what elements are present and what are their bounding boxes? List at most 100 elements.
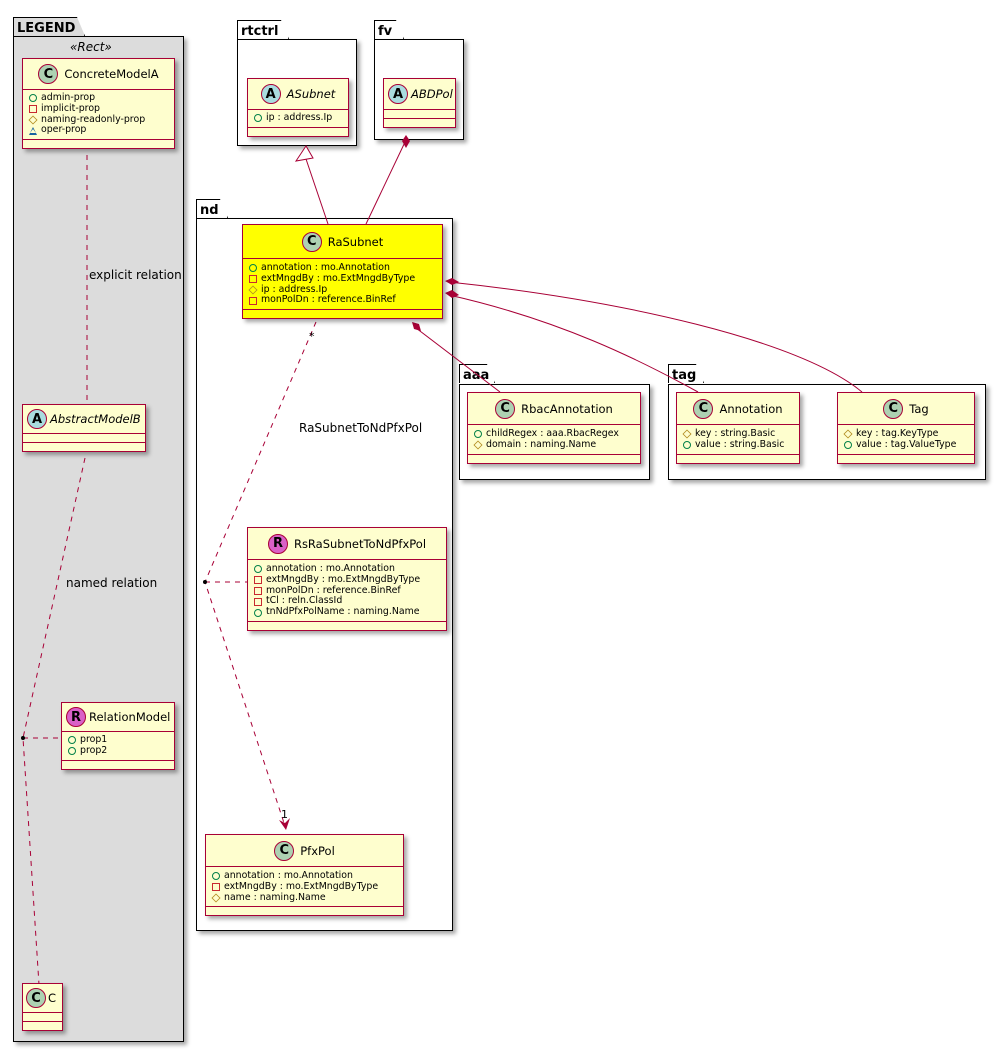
class-name: RelationModel xyxy=(89,710,171,724)
attribute: oper-prop xyxy=(29,125,169,136)
attribute-list: ip : address.Ip xyxy=(248,110,348,128)
class-pfxpol[interactable]: C PfxPol annotation : mo.Annotation extM… xyxy=(205,834,404,917)
attribute-text: implicit-prop xyxy=(41,102,101,114)
attribute-text: prop1 xyxy=(80,734,108,745)
attribute-text: value : string.Basic xyxy=(695,438,785,450)
public-visibility-icon xyxy=(68,736,76,745)
class-type-c-icon: C xyxy=(693,398,714,419)
class-relation-model[interactable]: R RelationModel prop1 prop2 xyxy=(61,702,175,770)
class-concrete-model-a[interactable]: C ConcreteModelA admin-prop implicit-pro… xyxy=(22,58,175,150)
package-tag-tab: tag xyxy=(668,364,704,383)
method-list xyxy=(248,128,348,136)
class-name: ABDPol xyxy=(411,87,453,101)
attribute: monPolDn : reference.BinRef xyxy=(249,295,437,306)
method-list xyxy=(384,119,455,127)
edge-composition-annotation xyxy=(448,294,699,393)
class-rbacannotation[interactable]: C RbacAnnotation childRegex : aaa.RbacRe… xyxy=(467,392,641,464)
attribute-text: admin-prop xyxy=(41,92,96,103)
junction-dot-legend xyxy=(21,736,25,740)
class-name: C xyxy=(48,991,57,1005)
public-visibility-icon xyxy=(68,747,76,756)
attribute: admin-prop xyxy=(29,92,169,104)
method-list xyxy=(206,907,403,915)
class-name: RsRaSubnetToNdPfxPol xyxy=(293,536,427,551)
composition-diamond-tag xyxy=(445,278,459,285)
attribute-text: extMngdBy : mo.ExtMngdByType xyxy=(261,272,416,284)
attribute-list: annotation : mo.Annotation extMngdBy : m… xyxy=(243,259,442,311)
class-abstract-model-b[interactable]: A AbstractModelB xyxy=(22,404,146,452)
attribute-text: name : naming.Name xyxy=(224,891,326,903)
method-list xyxy=(838,455,974,463)
attribute-text: domain : naming.Name xyxy=(486,438,597,450)
class-type-a-icon: A xyxy=(27,409,47,429)
attribute-text: tnNdPfxPolName : naming.Name xyxy=(266,606,420,618)
class-asubnet[interactable]: A ASubnet ip : address.Ip xyxy=(247,78,349,137)
attribute-text: ip : address.Ip xyxy=(261,283,328,295)
attribute: domain : naming.Name xyxy=(473,438,635,451)
class-type-c-icon: C xyxy=(301,231,322,252)
public-visibility-icon xyxy=(254,565,262,574)
class-name: PfxPol xyxy=(300,843,335,858)
attribute-text: naming-readonly-prop xyxy=(41,113,146,125)
attribute: key : tag.KeyType xyxy=(843,428,969,440)
attribute-list xyxy=(23,1013,62,1022)
attribute: value : string.Basic xyxy=(683,438,794,451)
attribute-list: prop1 prop2 xyxy=(62,732,174,761)
private-visibility-icon xyxy=(254,586,262,595)
private-visibility-icon xyxy=(254,576,262,585)
attribute: value : tag.ValueType xyxy=(844,439,969,451)
attribute: ip : address.Ip xyxy=(248,283,437,296)
attribute-list: annotation : mo.Annotation extMngdBy : m… xyxy=(248,560,446,622)
class-rasubnet[interactable]: C RaSubnet annotation : mo.Annotation ex… xyxy=(242,224,443,320)
protected-visibility-icon xyxy=(248,285,258,295)
legend-stereotype: «Rect» xyxy=(70,40,112,54)
class-type-c-icon: C xyxy=(883,398,904,419)
method-list xyxy=(677,455,799,463)
class-name: Tag xyxy=(909,401,929,416)
class-tag[interactable]: C Tag key : tag.KeyType value : tag.Valu… xyxy=(837,392,975,464)
attribute-list: key : string.Basic value : string.Basic xyxy=(677,425,799,455)
protected-visibility-icon xyxy=(682,429,692,439)
attribute: annotation : mo.Annotation xyxy=(254,563,441,575)
attribute: prop1 xyxy=(68,734,169,746)
class-type-r-icon: R xyxy=(267,533,288,554)
class-abdpol[interactable]: A ABDPol xyxy=(383,78,456,128)
protected-visibility-icon xyxy=(28,115,38,125)
attribute: implicit-prop xyxy=(29,102,169,115)
attribute-text: ip : address.Ip xyxy=(266,112,333,123)
class-type-c-icon: C xyxy=(26,988,46,1008)
method-list xyxy=(62,761,174,769)
attribute: tnNdPfxPolName : naming.Name xyxy=(254,606,441,618)
attribute-text: oper-prop xyxy=(41,124,87,136)
attribute-text: monPolDn : reference.BinRef xyxy=(261,294,396,306)
public-visibility-icon xyxy=(474,430,482,439)
class-type-a-icon: A xyxy=(388,84,408,104)
attribute-text: extMngdBy : mo.ExtMngdByType xyxy=(266,573,421,585)
class-rsrasubnettondpfxpol[interactable]: R RsRaSubnetToNdPfxPol annotation : mo.A… xyxy=(247,527,447,631)
attribute-list: childRegex : aaa.RbacRegex domain : nami… xyxy=(468,425,640,455)
public-visibility-icon xyxy=(254,608,262,617)
attribute: annotation : mo.Annotation xyxy=(212,870,398,882)
private-visibility-icon xyxy=(249,296,257,305)
protected-visibility-icon xyxy=(211,893,221,903)
class-name: RbacAnnotation xyxy=(521,401,613,416)
label-explicit-relation: explicit relation xyxy=(89,268,182,282)
edge-composition-abdpol xyxy=(365,139,407,225)
edge-generalization xyxy=(305,158,329,225)
edge-composition-tag xyxy=(448,281,863,393)
attribute: extMngdBy : mo.ExtMngdByType xyxy=(254,573,441,586)
attribute-text: childRegex : aaa.RbacRegex xyxy=(486,428,619,439)
package-aaa-tab: aaa xyxy=(459,364,495,383)
attribute-list: annotation : mo.Annotation extMngdBy : m… xyxy=(206,867,403,908)
attribute-list xyxy=(23,434,145,443)
attribute: ip : address.Ip xyxy=(254,112,343,124)
public-visibility-icon xyxy=(683,441,691,450)
class-annotation[interactable]: C Annotation key : string.Basic value : … xyxy=(676,392,800,464)
class-type-c-icon: C xyxy=(495,398,516,419)
attribute-text: tCl : reln.ClassId xyxy=(266,595,343,607)
class-c[interactable]: C C xyxy=(22,983,63,1031)
class-name: RaSubnet xyxy=(327,234,384,249)
attribute-list xyxy=(384,110,455,119)
label-multiplicity-source: * xyxy=(309,330,315,343)
